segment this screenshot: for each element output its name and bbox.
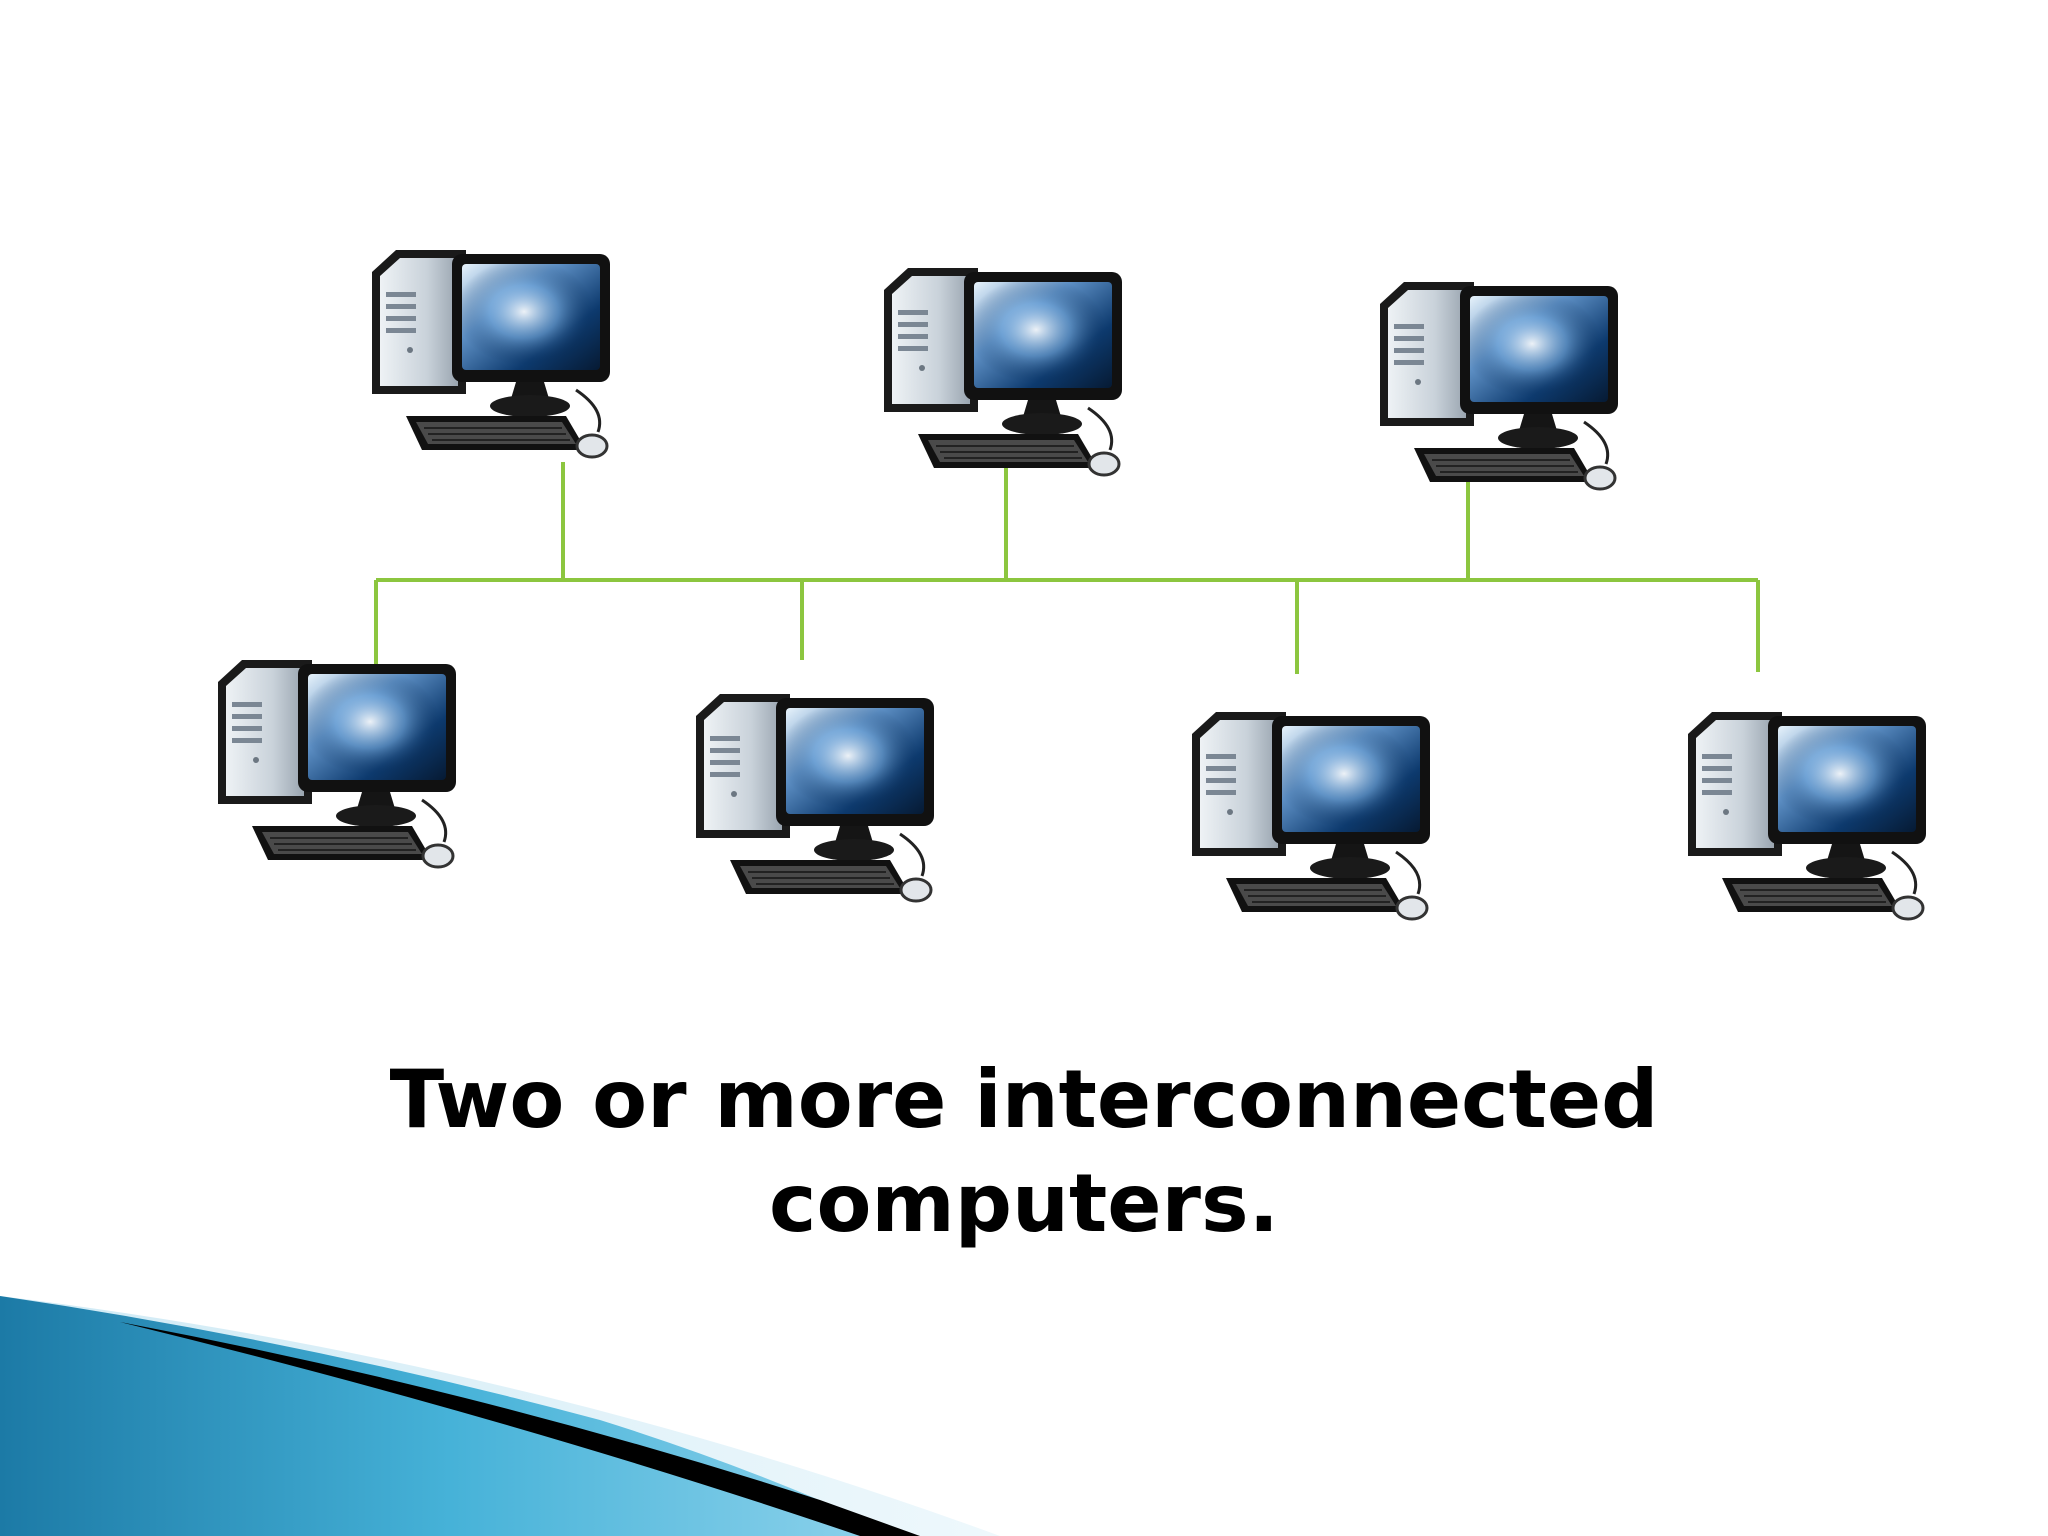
slide-caption: Two or more interconnected computers. bbox=[324, 1048, 1724, 1256]
bus-connections bbox=[374, 462, 1760, 674]
caption-line-1: Two or more interconnected bbox=[389, 1053, 1659, 1146]
caption-line-2: computers. bbox=[769, 1157, 1279, 1250]
